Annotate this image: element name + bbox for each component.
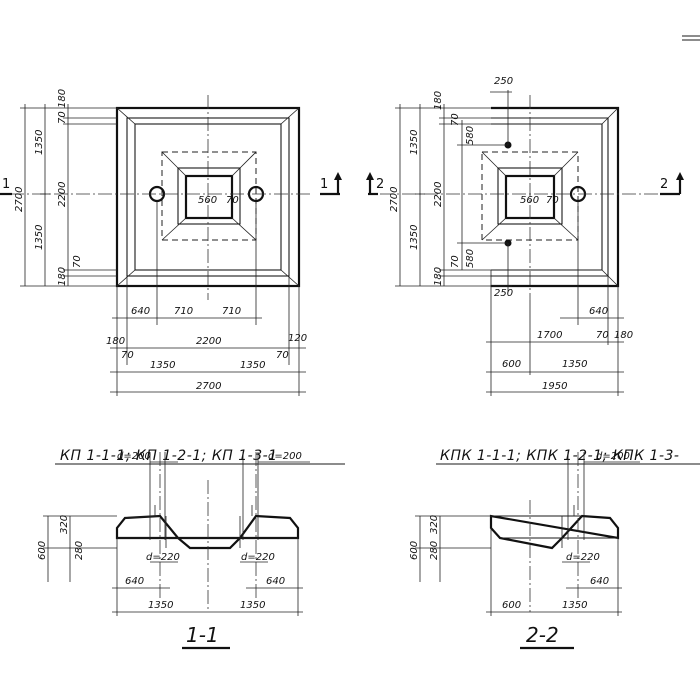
plan-left-socket-bottom — [184, 174, 234, 220]
section-right-h-total: 600 — [409, 541, 420, 560]
plan-right-dim-edge-2: 180 — [614, 330, 633, 341]
section-left-off-l: 640 — [125, 576, 144, 587]
section-right-label: 2-2 — [526, 623, 559, 647]
plan-right-dim-anchor-bot: 250 — [494, 288, 513, 299]
plan-right-inner-outline — [491, 123, 603, 271]
plan-right-dim-seg-c: 1350 — [562, 359, 587, 370]
plan-right-dim-seg-b: 600 — [502, 359, 521, 370]
plan-right-dim-top2-v: 70 — [450, 113, 461, 126]
plan-right-dim-total-v: 2700 — [389, 187, 400, 212]
section-right-d-bot: d=220 — [566, 552, 600, 563]
section-right-seg-b: 1350 — [562, 600, 587, 611]
section-left-h-total: 600 — [37, 541, 48, 560]
section-left-label: 1-1 — [186, 623, 219, 647]
plan-left-socket-top — [177, 167, 241, 225]
plan-left-dim-seg1: 1350 — [150, 360, 175, 371]
plan-right-step-outline — [491, 117, 609, 277]
section-right-body — [489, 514, 620, 550]
plan-right-section-arrow-left — [366, 172, 374, 180]
plan-left-section-mark-right: 1 — [320, 177, 328, 192]
plan-right-dim-bottom-v: 1350 — [409, 225, 420, 250]
section-left-d-top-r: d=200 — [268, 451, 302, 462]
plan-left-dim-middle-v: 2200 — [57, 182, 68, 207]
plan-left-dim-seg2: 1350 — [240, 360, 265, 371]
plan-left-dim-edge-r: 120 — [288, 333, 307, 344]
plan-left-dim-top1-v: 180 — [57, 89, 68, 108]
section-left-off-r: 640 — [266, 576, 285, 587]
plan-right-dim-anchor-top-v: 580 — [465, 126, 476, 145]
plan-left: 560 70 2700 1350 1350 2200 180 70 180 70… — [0, 89, 342, 396]
plan-left-socket-label-b: 70 — [226, 195, 239, 206]
section-left-seg1: 1350 — [148, 600, 173, 611]
plan-right-dim-middle-v: 2200 — [433, 182, 444, 207]
plan-right-dim-bot1-v: 180 — [433, 267, 444, 286]
plan-left-dim-total: 2700 — [196, 381, 221, 392]
plan-right-dim-bot2-v: 70 — [450, 255, 461, 268]
section-right: d=200 d=220 600 320 280 640 600 1350 2-2 — [409, 451, 640, 650]
plan-right-socket-label: 560 — [520, 195, 539, 206]
section-right-d-top: d=200 — [596, 451, 630, 462]
plan-right-section-arrow-right — [676, 172, 684, 180]
plan-right-dim-total: 1950 — [542, 381, 567, 392]
plan-left-dim-inset-l: 70 — [121, 350, 134, 361]
plan-right-dim-anchor-top: 250 — [494, 76, 513, 87]
section-left-h-top: 320 — [59, 515, 70, 534]
section-right-seg-a: 600 — [502, 600, 521, 611]
plan-right-dim-anchor-bot-v: 580 — [465, 249, 476, 268]
section-left-body — [115, 514, 300, 550]
plan-left-dim-top-v: 1350 — [34, 130, 45, 155]
section-left-d-bot-r: d=220 — [241, 552, 275, 563]
section-right-h-top: 320 — [429, 515, 440, 534]
plan-left-dim-top2-v: 70 — [57, 111, 68, 124]
plan-left-socket-label: 560 — [198, 195, 217, 206]
plan-left-socket-outline — [161, 151, 257, 241]
plan-right-dim-offset: 640 — [589, 306, 608, 317]
title-left: КП 1-1-1; КП 1-2-1; КП 1-3-1 — [60, 448, 278, 464]
plan-left-dim-total-v: 2700 — [14, 187, 25, 212]
section-left-d-top-l: d=200 — [117, 451, 151, 462]
plan-right-section-mark-right: 2 — [660, 177, 668, 192]
section-right-off: 640 — [590, 576, 609, 587]
plan-left-dim-bot2-v: 70 — [72, 255, 83, 268]
section-left: d=200 d=200 d=220 d=220 600 320 280 640 … — [37, 451, 310, 650]
plan-right-dim-top-v: 1350 — [409, 130, 420, 155]
section-left-seg2: 1350 — [240, 600, 265, 611]
plan-right-section-mark-left: 2 — [376, 177, 384, 192]
plan-right-dim-edge-1: 70 — [596, 330, 609, 341]
plan-left-section-mark-left: 1 — [2, 177, 10, 192]
plan-right-outer-outline — [491, 106, 620, 288]
section-left-h-bot: 280 — [74, 541, 85, 560]
plan-left-dim-offset: 640 — [131, 306, 150, 317]
plan-left-section-arrow-right — [334, 172, 342, 180]
plan-left-dim-half2: 710 — [222, 306, 241, 317]
plan-right-socket-label-b: 70 — [546, 195, 559, 206]
plan-left-dim-inner: 2200 — [196, 336, 221, 347]
section-right-h-bot: 280 — [429, 541, 440, 560]
section-left-d-bot-l: d=220 — [146, 552, 180, 563]
plan-left-dim-bot1-v: 180 — [57, 267, 68, 286]
title-right: КПК 1-1-1; КПК 1-2-1; КПК 1-3- — [440, 448, 679, 464]
plan-right-dim-seg-a: 1700 — [537, 330, 562, 341]
plan-right: 560 70 2700 1350 1350 2200 180 70 180 70… — [366, 76, 684, 396]
plan-left-dim-half1: 710 — [174, 306, 193, 317]
plan-left-dim-bottom-v: 1350 — [34, 225, 45, 250]
plan-right-dim-top1-v: 180 — [433, 91, 444, 110]
plan-left-dim-inset-r: 70 — [276, 350, 289, 361]
plan-left-dim-edge-l: 180 — [106, 336, 125, 347]
